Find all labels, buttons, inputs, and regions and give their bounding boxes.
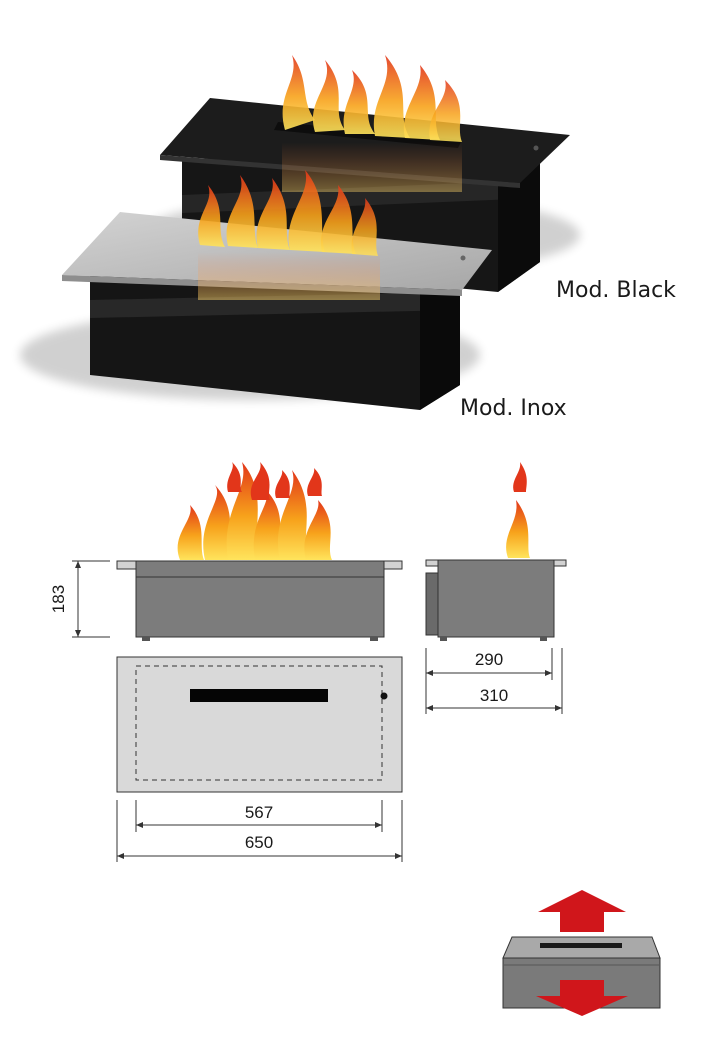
- front-view-flames: [177, 462, 332, 560]
- dimension-depth-outer: 310: [480, 686, 508, 705]
- front-view-drawing: [72, 462, 403, 641]
- model-inox-label: Mod. Inox: [460, 396, 567, 421]
- burner-slot: [190, 689, 328, 702]
- dimension-width-outer: 650: [245, 833, 273, 852]
- side-view-drawing: [425, 462, 567, 714]
- dimension-depth-inner: 290: [475, 650, 503, 669]
- inox-model-unit: [20, 170, 492, 410]
- up-down-arrow-icon: [502, 890, 661, 1016]
- top-view-drawing: [116, 656, 403, 862]
- arrow-down-icon: [536, 980, 628, 1016]
- dimension-height: 183: [49, 585, 68, 613]
- black-flames: [282, 55, 462, 192]
- model-black-label: Mod. Black: [556, 278, 676, 303]
- inox-flames: [198, 170, 380, 300]
- black-top-plate: [160, 98, 570, 183]
- inox-top-plate: [62, 212, 492, 290]
- dimension-width-inner: 567: [245, 803, 273, 822]
- arrow-up-icon: [538, 890, 626, 932]
